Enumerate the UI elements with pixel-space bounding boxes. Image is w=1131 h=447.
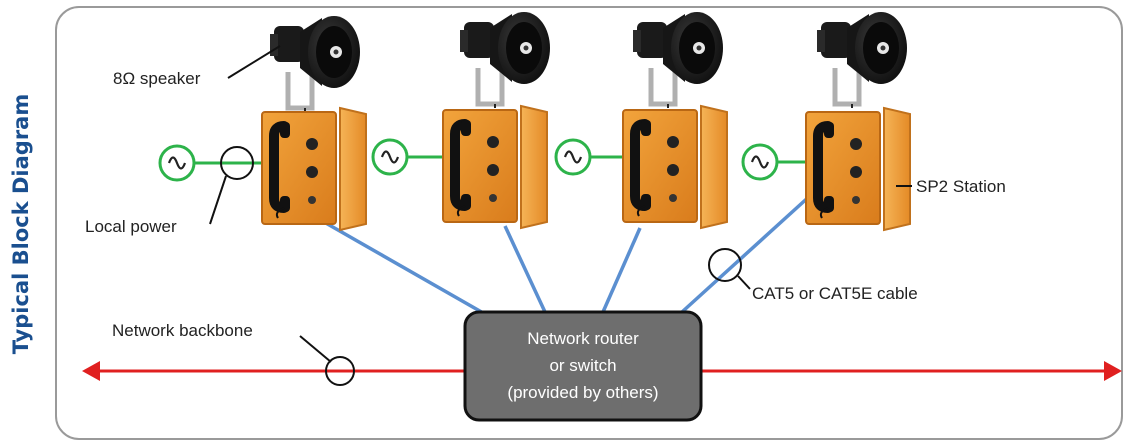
power-source-icon-4 bbox=[741, 143, 779, 181]
backbone-label: Network backbone bbox=[112, 321, 253, 340]
sp2-station-icon-2 bbox=[443, 106, 547, 228]
speaker-icon-3 bbox=[633, 12, 723, 104]
power-source-icon-3 bbox=[554, 138, 592, 176]
callout-leaders bbox=[209, 45, 912, 386]
router-label-line1: Network router bbox=[527, 329, 639, 348]
diagram-frame bbox=[55, 6, 1123, 440]
speaker-icon-4 bbox=[817, 12, 907, 104]
power-lines bbox=[195, 155, 806, 165]
speaker-wires bbox=[304, 104, 853, 112]
local-power-label: Local power bbox=[85, 217, 177, 236]
sp2-station-icon-3 bbox=[623, 106, 727, 228]
sp2-station-icon-1 bbox=[262, 108, 366, 230]
cat5-cables bbox=[323, 192, 814, 320]
speaker-icon-2 bbox=[460, 12, 550, 104]
power-source-icon-1 bbox=[158, 144, 196, 182]
sp2-station-icon-4 bbox=[806, 108, 910, 230]
station-label: SP2 Station bbox=[916, 177, 1006, 196]
speaker-icon-1 bbox=[270, 16, 360, 108]
power-source-icon-2 bbox=[371, 138, 409, 176]
router-label-line2: or switch bbox=[549, 356, 616, 375]
router-label-line3: (provided by others) bbox=[507, 383, 658, 402]
network-router: Network router or switch (provided by ot… bbox=[463, 310, 703, 422]
speaker-label: 8Ω speaker bbox=[113, 69, 201, 88]
cable-label: CAT5 or CAT5E cable bbox=[752, 284, 918, 303]
